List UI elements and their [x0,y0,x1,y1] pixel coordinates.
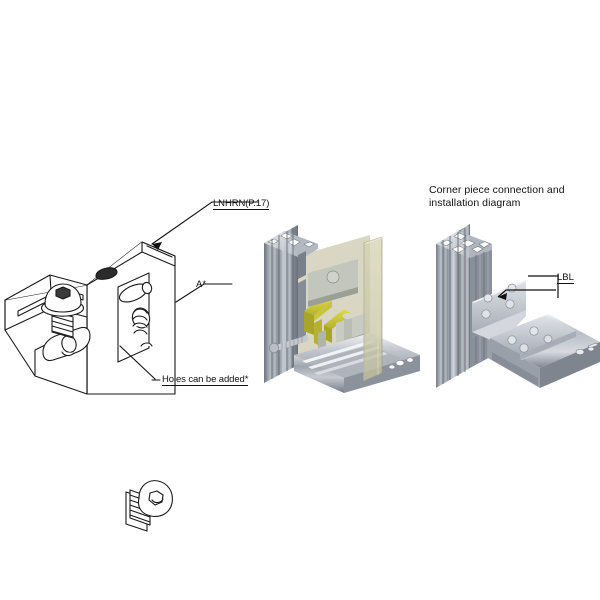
corner-plate-vertical-leg [472,280,526,332]
label-a-star-text: A* [196,279,207,290]
extrusion-end-holes [388,357,414,370]
right-corner-piece-diagram [428,218,600,398]
label-lbl: LBL [557,272,574,284]
leader-lines [119,201,259,381]
vertical-post-body [436,224,470,388]
corner-plate-bend [472,310,526,344]
assembly-screw [269,335,308,354]
vertical-extrusion-slot [298,251,306,279]
corner-piece-svg [436,224,600,388]
right-diagram-title: Corner piece connection and installation… [429,184,565,210]
label-lnhrn-text: LNHRN(P.17) [213,198,270,210]
inner-bolt-head [326,270,340,284]
middle-extrusion-panel-assembly [252,215,422,400]
extrusion-panel-svg [264,225,420,393]
label-lnhrn: LNHRN(P.17) [213,198,270,210]
transparent-panel [363,236,383,382]
arm-end-profile [575,342,599,355]
bracket-line-art-svg [4,201,259,532]
right-diagram-title-line2: installation diagram [429,197,521,209]
horizontal-arm-side-face [540,342,600,388]
label-holes-can-be-added: Holes can be added* [162,374,249,386]
right-diagram-title-line1: Corner piece connection and [429,184,565,196]
label-lbl-text: LBL [557,272,574,284]
lbl-leader-line [497,274,559,300]
label-a-star: A* [196,279,206,290]
left-bracket-line-drawing [0,180,259,532]
plate-bolt-heads-horizontal [507,326,553,353]
label-holes-text: Holes can be added* [162,374,249,386]
